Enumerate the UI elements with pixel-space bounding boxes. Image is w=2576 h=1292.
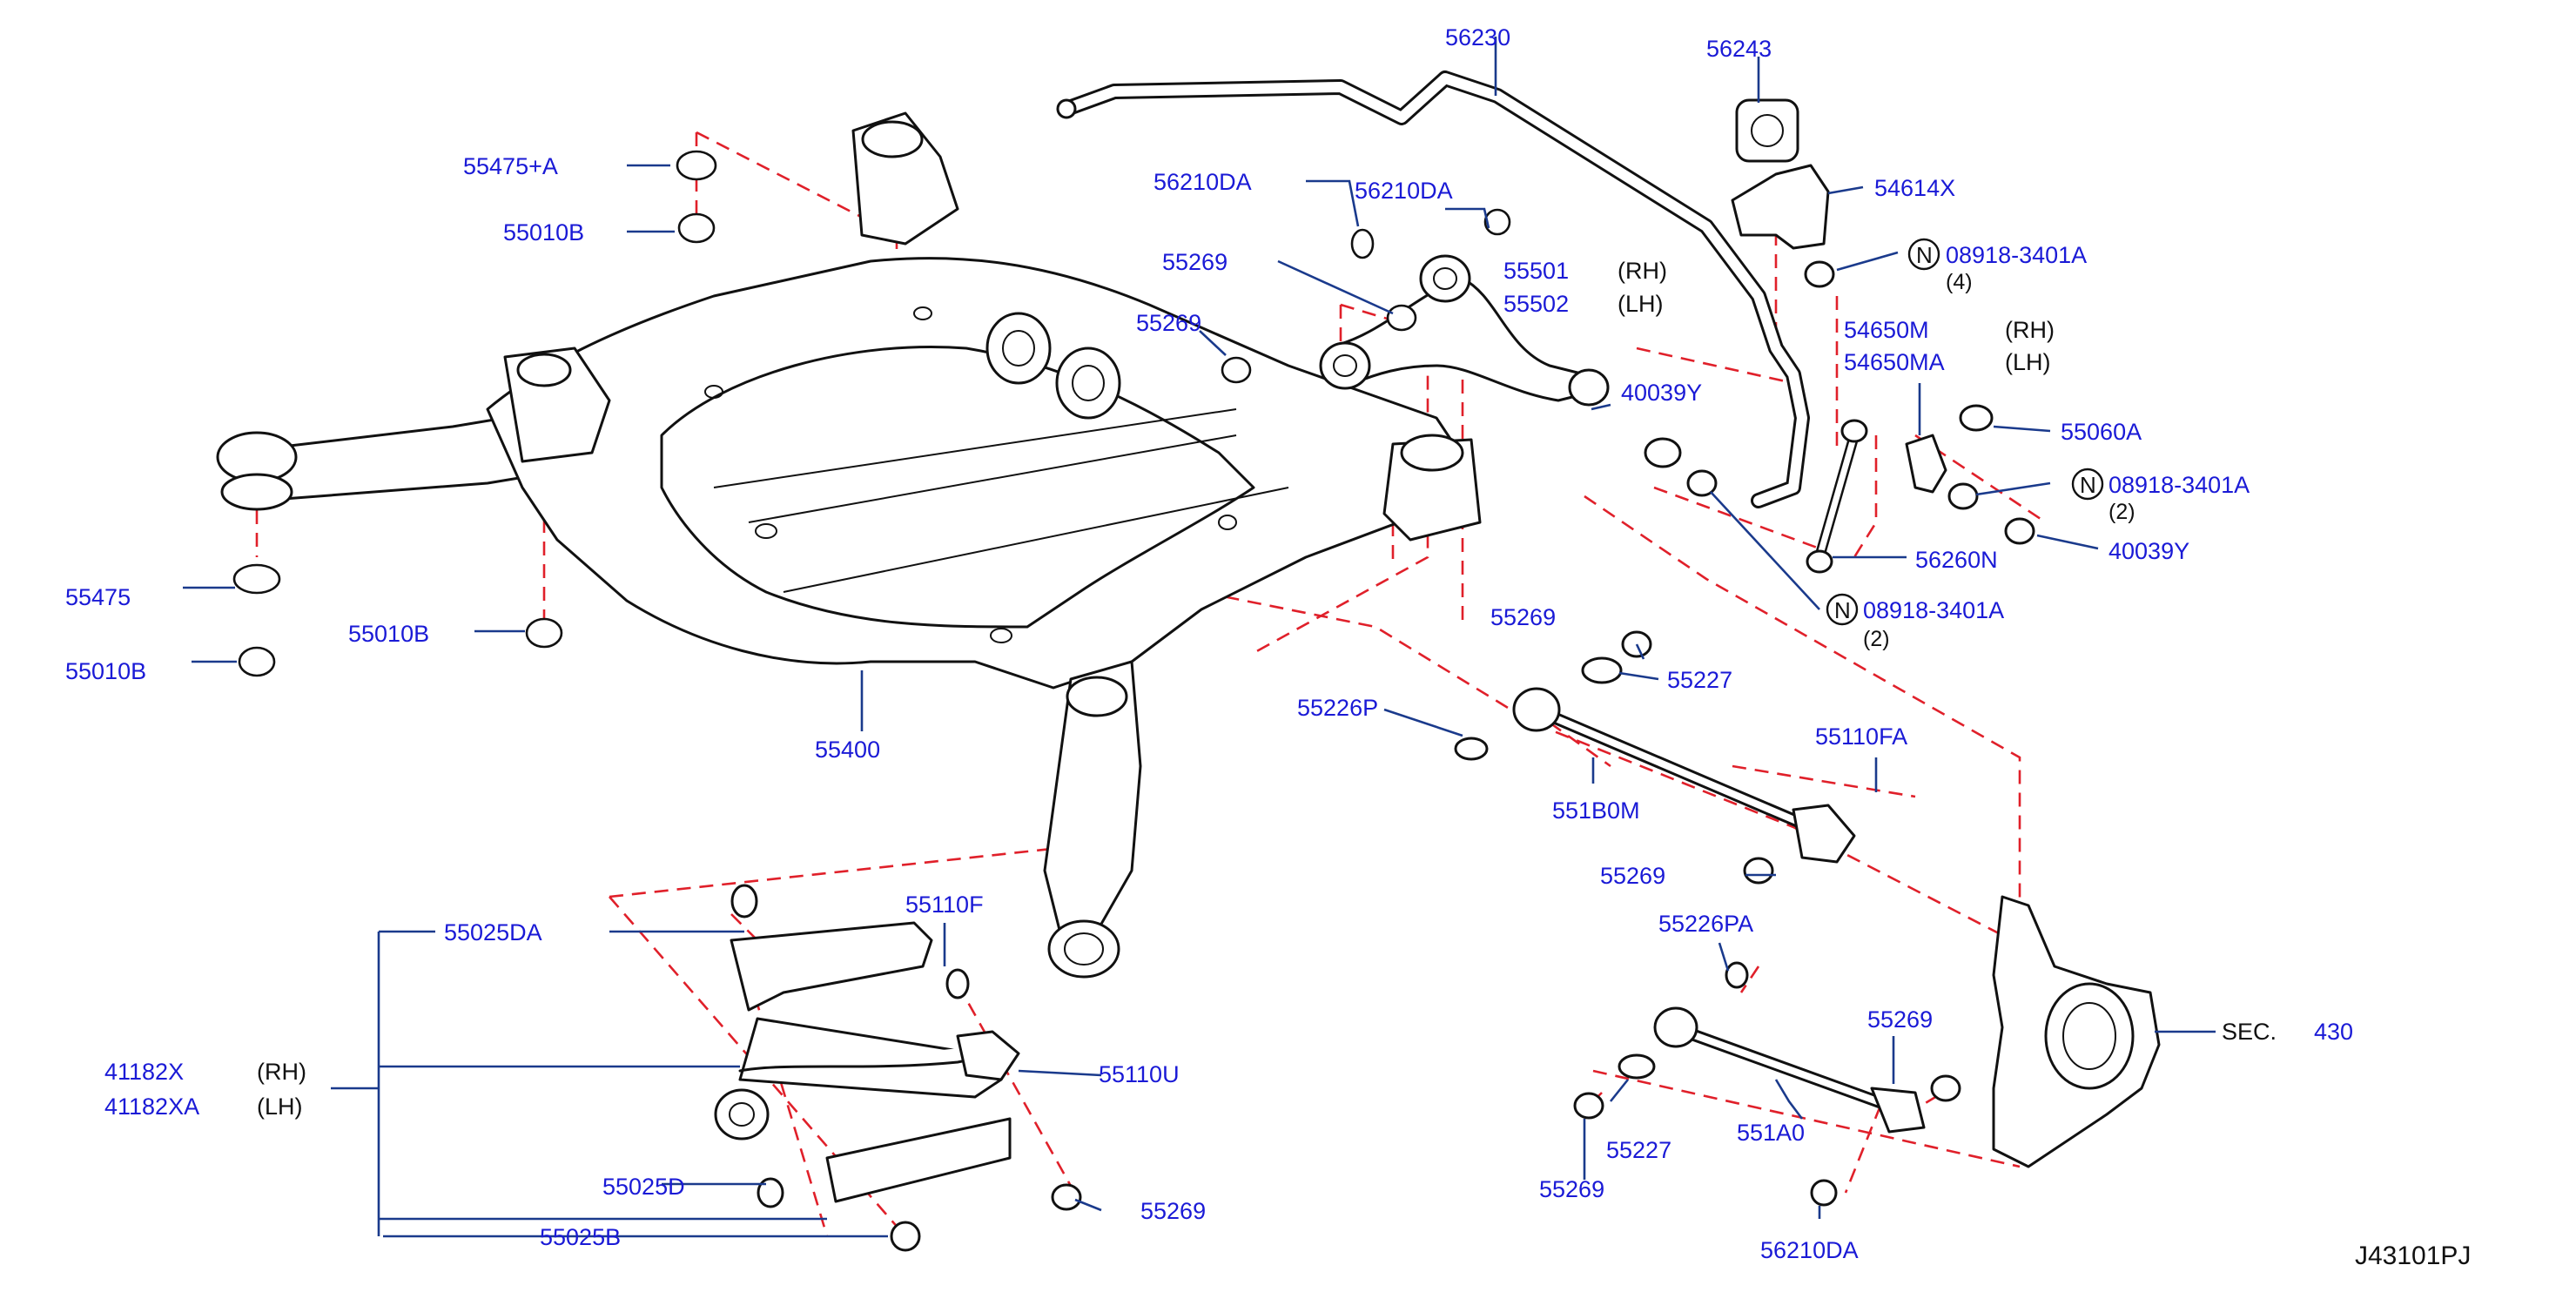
stabilizer-bar: [1056, 71, 1810, 508]
label-55269-d: 55269: [1600, 863, 1665, 889]
note-lh-1: (LH): [1618, 291, 1664, 317]
note-rh-2: (RH): [2005, 317, 2055, 343]
label-55110u: 55110U: [1099, 1061, 1180, 1087]
label-40039y-a: 40039Y: [1621, 380, 1702, 406]
svg-text:N: N: [1834, 597, 1851, 623]
label-55269-a: 55269: [1162, 249, 1227, 275]
label-sec: SEC.: [2222, 1019, 2277, 1045]
note-rh-3: (RH): [257, 1059, 306, 1085]
lateral-link-upper: [1454, 630, 1856, 885]
part-labels: 55475+A 55010B 55475 55010B 55010B 55400…: [65, 24, 2471, 1270]
label-08918-b: 08918-3401A: [2109, 472, 2250, 498]
label-55025b: 55025B: [540, 1224, 621, 1250]
label-55110f: 55110F: [905, 892, 984, 918]
label-54650m: 54650M: [1844, 317, 1929, 343]
note-lh-2: (LH): [2005, 349, 2051, 375]
stabilizer-bushing: [1731, 98, 1835, 288]
label-55269-g: 55269: [1140, 1198, 1206, 1224]
lower-control-arm: [714, 884, 1082, 1252]
rear-subframe: [216, 111, 1482, 979]
nut-symbol-icon: [2071, 468, 2104, 501]
label-08918-a: 08918-3401A: [1946, 242, 2087, 268]
label-55400: 55400: [815, 737, 880, 763]
svg-text:N: N: [1916, 242, 1933, 268]
label-55060a: 55060A: [2061, 419, 2142, 445]
label-40039y-b: 40039Y: [2109, 538, 2189, 564]
label-55502: 55502: [1503, 291, 1569, 317]
note-qty-2b: (2): [1863, 627, 1890, 651]
label-56260n: 56260N: [1915, 547, 1998, 573]
label-55475: 55475: [65, 584, 131, 610]
axle-housing-knuckle: [1992, 895, 2161, 1168]
label-55025da: 55025DA: [444, 919, 542, 945]
label-55501: 55501: [1503, 258, 1569, 284]
nut-symbol-icon: [1907, 238, 1940, 271]
label-56243: 56243: [1706, 36, 1772, 62]
lateral-link-lower: [1573, 961, 1961, 1207]
label-54650ma: 54650MA: [1844, 349, 1945, 375]
label-55475a: 55475+A: [463, 153, 558, 179]
label-55010b-mid: 55010B: [348, 621, 429, 647]
note-rh-1: (RH): [1618, 258, 1667, 284]
label-55269-f: 55269: [1539, 1176, 1604, 1202]
note-qty-2a: (2): [2109, 500, 2135, 524]
assembly-dashed-lines: [255, 122, 2047, 1237]
label-55025d: 55025D: [602, 1174, 685, 1200]
label-sec-number: 430: [2314, 1019, 2353, 1045]
nut-symbol-circles: N N N: [1826, 238, 2104, 626]
label-08918-c: 08918-3401A: [1863, 597, 2004, 623]
label-55269-c: 55269: [1490, 604, 1556, 630]
label-55226p: 55226P: [1297, 695, 1378, 721]
svg-text:N: N: [2080, 472, 2096, 498]
label-55110fa: 55110FA: [1815, 723, 1907, 750]
label-54614x: 54614X: [1874, 175, 1955, 201]
label-55227-a: 55227: [1667, 667, 1732, 693]
label-56210da-a: 56210DA: [1153, 169, 1252, 195]
label-55226pa: 55226PA: [1658, 911, 1753, 937]
label-55269-e: 55269: [1867, 1006, 1933, 1033]
label-551b0m: 551B0M: [1552, 797, 1640, 824]
label-55227-b: 55227: [1606, 1137, 1671, 1163]
label-55010b-top: 55010B: [503, 219, 584, 246]
label-56210da-b: 56210DA: [1355, 178, 1453, 204]
nut-symbol-icon: [1826, 593, 1859, 626]
note-lh-3: (LH): [257, 1093, 303, 1120]
leader-lines: [183, 37, 2216, 1238]
fasteners-left: [232, 150, 1511, 677]
label-55269-b: 55269: [1136, 310, 1201, 336]
note-qty-4: (4): [1946, 270, 1973, 294]
label-55010b-left: 55010B: [65, 658, 146, 684]
label-551a0: 551A0: [1737, 1120, 1805, 1146]
label-56210da-c: 56210DA: [1760, 1237, 1859, 1263]
stabilizer-link: [1644, 404, 2035, 574]
upper-control-arm: [1319, 254, 1610, 407]
label-56230: 56230: [1445, 24, 1510, 50]
diagram-code: J43101PJ: [2355, 1242, 2471, 1270]
label-41182x: 41182X: [104, 1059, 184, 1085]
label-41182xa: 41182XA: [104, 1093, 199, 1120]
